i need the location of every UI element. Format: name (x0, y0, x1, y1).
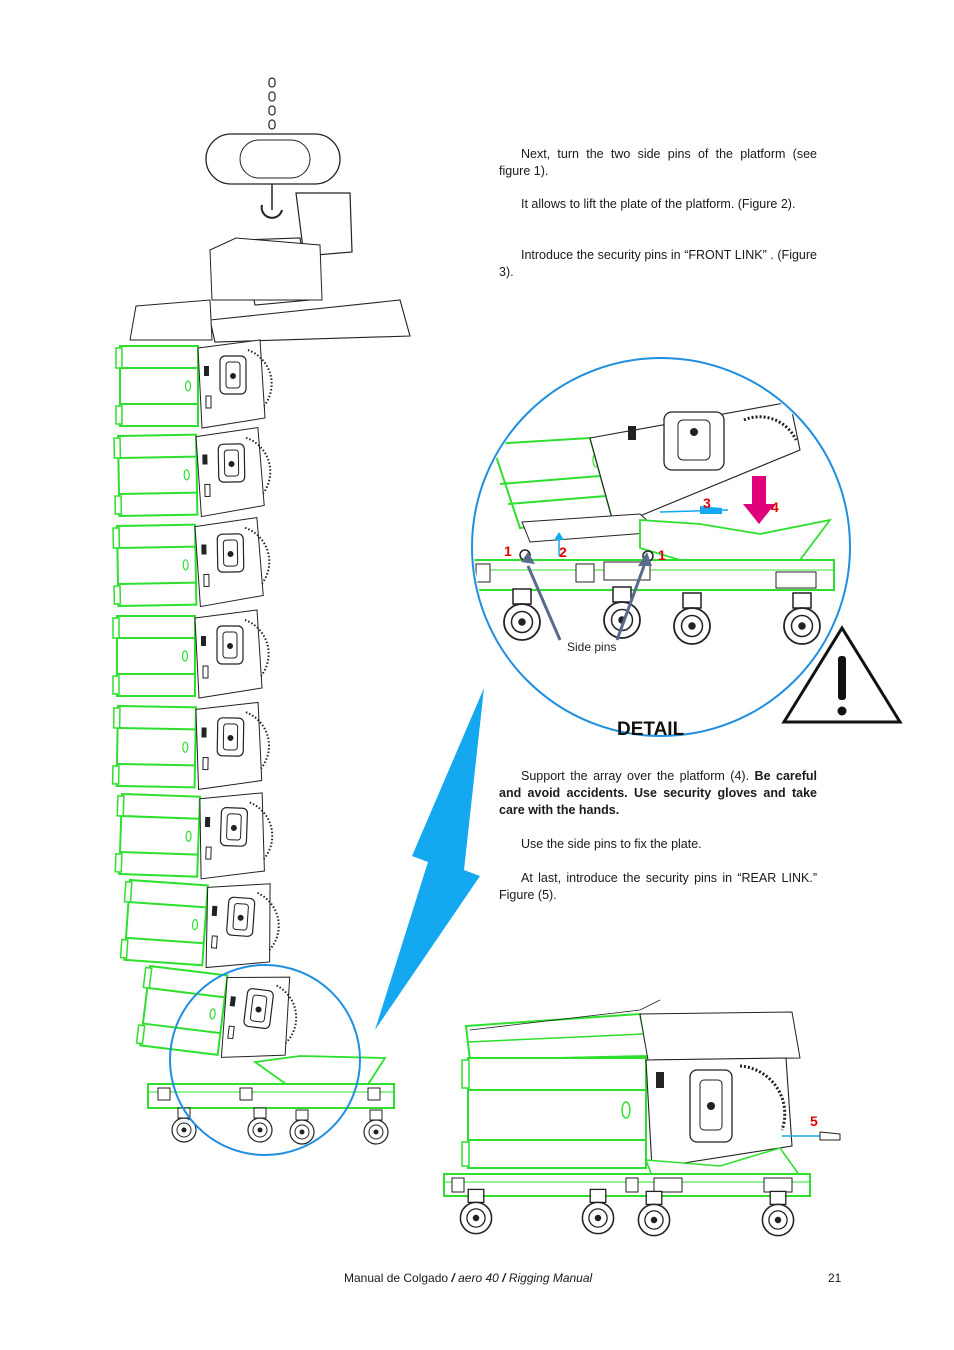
page-number: 21 (828, 1271, 842, 1285)
detail-zoom: 1 2 1 3 4 Side pins DETAIL (471, 357, 851, 740)
instruction-text-2: It allows to lift the plate of the platf… (521, 197, 796, 211)
instruction-text-1: Next, turn the two side pins of the plat… (499, 147, 817, 178)
callout-2: 2 (559, 544, 567, 560)
callout-4: 4 (771, 499, 779, 515)
footer-product: aero 40 (458, 1271, 499, 1285)
bottom-assembly: 5 (443, 999, 841, 1237)
instruction-paragraph-6: At last, introduce the security pins in … (499, 870, 817, 904)
instruction-text-4: Support the array over the platform (4). (521, 769, 750, 783)
instruction-text-3: Introduce the security pins in “FRONT LI… (499, 248, 817, 279)
hoist-assembly (129, 77, 411, 343)
detail-label: DETAIL (617, 719, 685, 740)
instruction-text-5: Use the side pins to fix the plate. (521, 837, 702, 851)
footer: Manual de Colgado / aero 40 / Rigging Ma… (344, 1271, 592, 1285)
instruction-paragraph-2: It allows to lift the plate of the platf… (499, 196, 817, 213)
instruction-text-6: At last, introduce the security pins in … (499, 871, 817, 902)
side-pins-label: Side pins (567, 640, 616, 654)
instruction-paragraph-3: Introduce the security pins in “FRONT LI… (499, 247, 817, 281)
callout-1b: 1 (658, 547, 666, 563)
footer-manual-en: Rigging Manual (508, 1271, 593, 1285)
detail-zoom-circle-small (169, 964, 361, 1156)
footer-separator-1: / (448, 1271, 459, 1285)
callout-5: 5 (810, 1113, 818, 1129)
footer-manual-es: Manual de Colgado (344, 1271, 449, 1285)
instruction-paragraph-4: Support the array over the platform (4).… (499, 768, 817, 819)
platform-left (147, 1055, 395, 1145)
speaker-array-left (111, 339, 303, 1067)
warning-icon (781, 625, 903, 724)
zoom-arrow (375, 688, 484, 1030)
instruction-paragraph-5: Use the side pins to fix the plate. (499, 836, 817, 853)
callout-1a: 1 (504, 543, 512, 559)
callout-3: 3 (703, 495, 711, 511)
instruction-paragraph-1: Next, turn the two side pins of the plat… (499, 146, 817, 180)
warning-text: Be careful and avoid accidents. Use secu… (499, 769, 817, 817)
footer-separator-2: / (498, 1271, 509, 1285)
